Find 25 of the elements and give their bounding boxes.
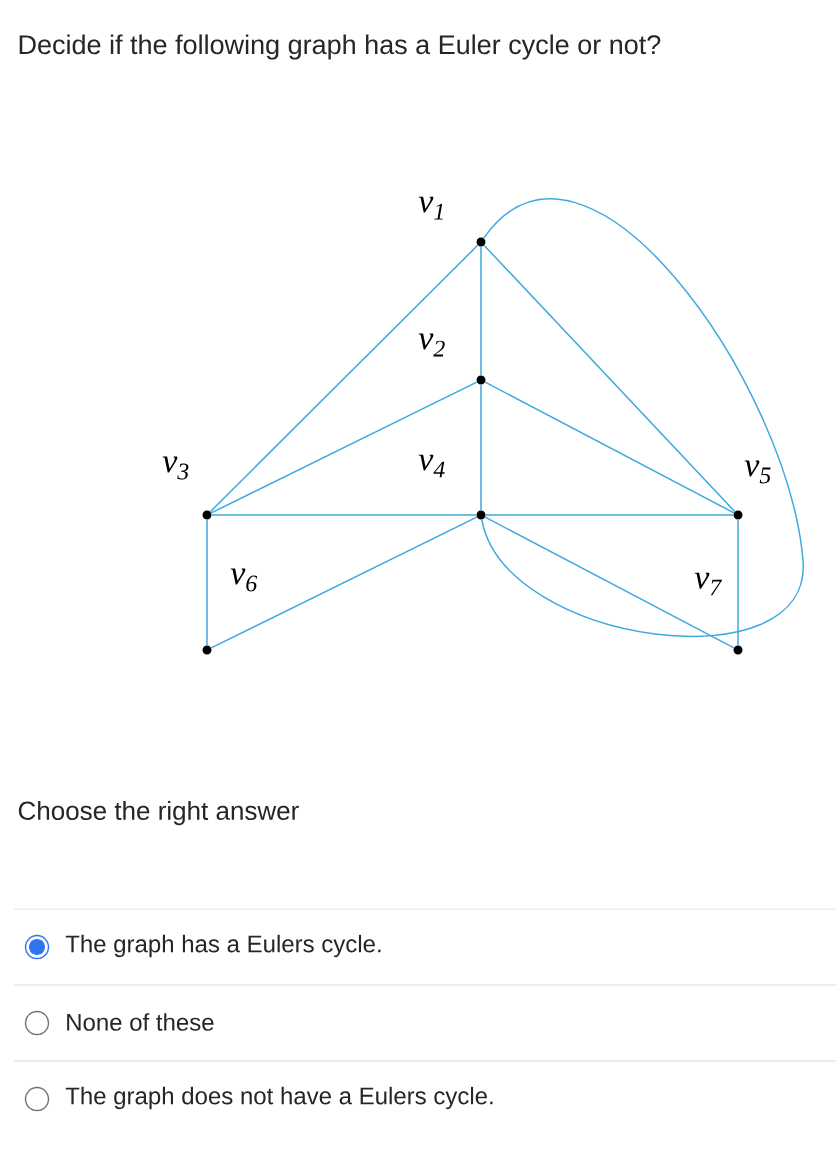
vertex-label: v$_{5}$ [744, 460, 771, 484]
vertex-label: v$_{6}$ [230, 568, 258, 592]
graph-edge [484, 514, 735, 516]
vertex-label: v$_{4}$ [418, 454, 445, 478]
graph-edge [206, 518, 208, 647]
option-text: The graph has a Eulers cycle. [65, 934, 381, 958]
graph-edge [210, 516, 478, 649]
vertex-label: v$_{3}$ [162, 456, 189, 480]
option-text: The graph does not have a Eulers cycle. [65, 1086, 493, 1110]
prompt-text: Choose the right answer [18, 800, 299, 826]
graph-edge [483, 244, 736, 513]
vertex-label: v$_{7}$ [694, 572, 723, 596]
vertex-label: v$_{2}$ [418, 333, 445, 357]
option-text: None of these [67, 1013, 214, 1031]
graph-edge [484, 381, 735, 514]
vertex-label: v$_{1}$ [418, 196, 443, 220]
graph-edge [480, 245, 482, 377]
graph-edge [484, 516, 735, 649]
graph-edge [481, 198, 804, 638]
graph-edge [737, 518, 739, 647]
graph-edge [209, 244, 479, 513]
question-text: Decide if the following graph has a Euler cycle or not? [19, 34, 661, 60]
graph-edge [210, 514, 478, 516]
graph-edge [210, 381, 478, 514]
graph-edge [480, 383, 482, 512]
